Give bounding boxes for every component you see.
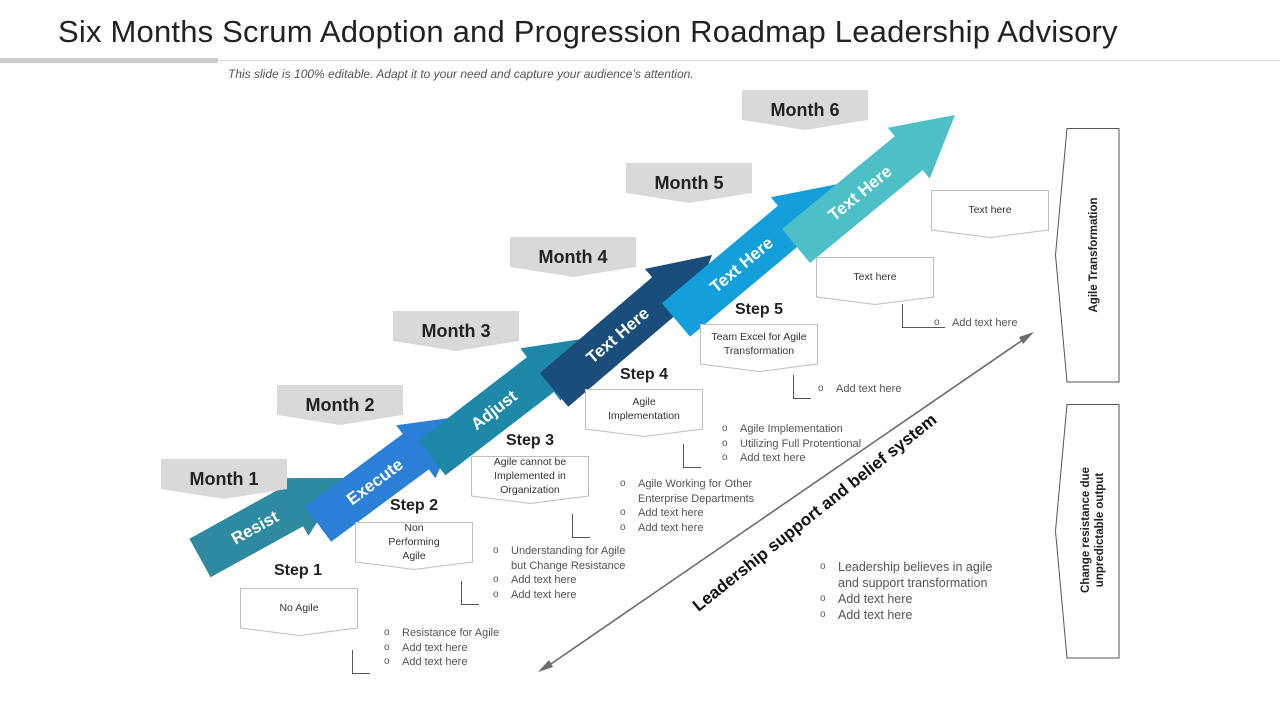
side-panel-bottom bbox=[1055, 404, 1120, 659]
month-label-1: Month 1 bbox=[161, 459, 287, 499]
step-5-bullets: Add text here bbox=[818, 382, 938, 397]
month-label-6: Month 6 bbox=[742, 90, 868, 130]
step-2-label: Step 2 bbox=[390, 497, 439, 514]
extra-box-1: Text here bbox=[816, 257, 934, 305]
step-4-box: Agile Implementation bbox=[585, 389, 703, 437]
step-3-label: Step 3 bbox=[506, 432, 555, 449]
step-5-connector bbox=[793, 375, 811, 399]
step-1-bullets: Resistance for Agile Add text here Add t… bbox=[384, 626, 534, 670]
step-4-bullets: Agile Implementation Utilizing Full Prot… bbox=[722, 422, 872, 466]
page-title: Six Months Scrum Adoption and Progressio… bbox=[58, 14, 1118, 49]
step-2-bullets: Understanding for Agile but Change Resis… bbox=[493, 544, 633, 602]
arrow-segment-1 bbox=[189, 478, 345, 578]
page-subtitle: This slide is 100% editable. Adapt it to… bbox=[228, 67, 694, 81]
step-1-box: No Agile bbox=[240, 588, 358, 636]
step-3-bullets: Agile Working for Other Enterprise Depar… bbox=[620, 477, 760, 535]
step-3-connector bbox=[572, 514, 590, 538]
side-panel-bottom-label: Change resistance due unpredictable outp… bbox=[1080, 467, 1106, 593]
title-divider bbox=[218, 60, 1280, 61]
step-4-connector bbox=[683, 444, 701, 468]
extra-box-1-bullets: Add text here bbox=[934, 316, 1054, 331]
extra-box-1-connector bbox=[902, 304, 945, 328]
step-2-connector bbox=[461, 581, 479, 605]
arrow-segment-6 bbox=[782, 115, 955, 263]
side-panel-top bbox=[1055, 128, 1120, 383]
leadership-bullets: Leadership believes in agile and support… bbox=[820, 559, 995, 623]
extra-box-2: Text here bbox=[931, 190, 1049, 238]
month-label-5: Month 5 bbox=[626, 163, 752, 203]
step-2-box: Non Performing Agile bbox=[355, 522, 473, 570]
title-accent-rule bbox=[0, 58, 218, 63]
step-1-label: Step 1 bbox=[274, 562, 323, 579]
side-panel-top-label: Agile Transformation bbox=[1088, 197, 1100, 313]
month-label-2: Month 2 bbox=[277, 385, 403, 425]
month-label-3: Month 3 bbox=[393, 311, 519, 351]
step-3-box: Agile cannot be Implemented in Organizat… bbox=[471, 456, 589, 504]
month-label-4: Month 4 bbox=[510, 237, 636, 277]
step-4-label: Step 4 bbox=[620, 366, 669, 383]
step-5-box: Team Excel for Agile Transformation bbox=[700, 324, 818, 372]
step-5-label: Step 5 bbox=[735, 301, 784, 318]
step-1-connector bbox=[352, 650, 370, 674]
